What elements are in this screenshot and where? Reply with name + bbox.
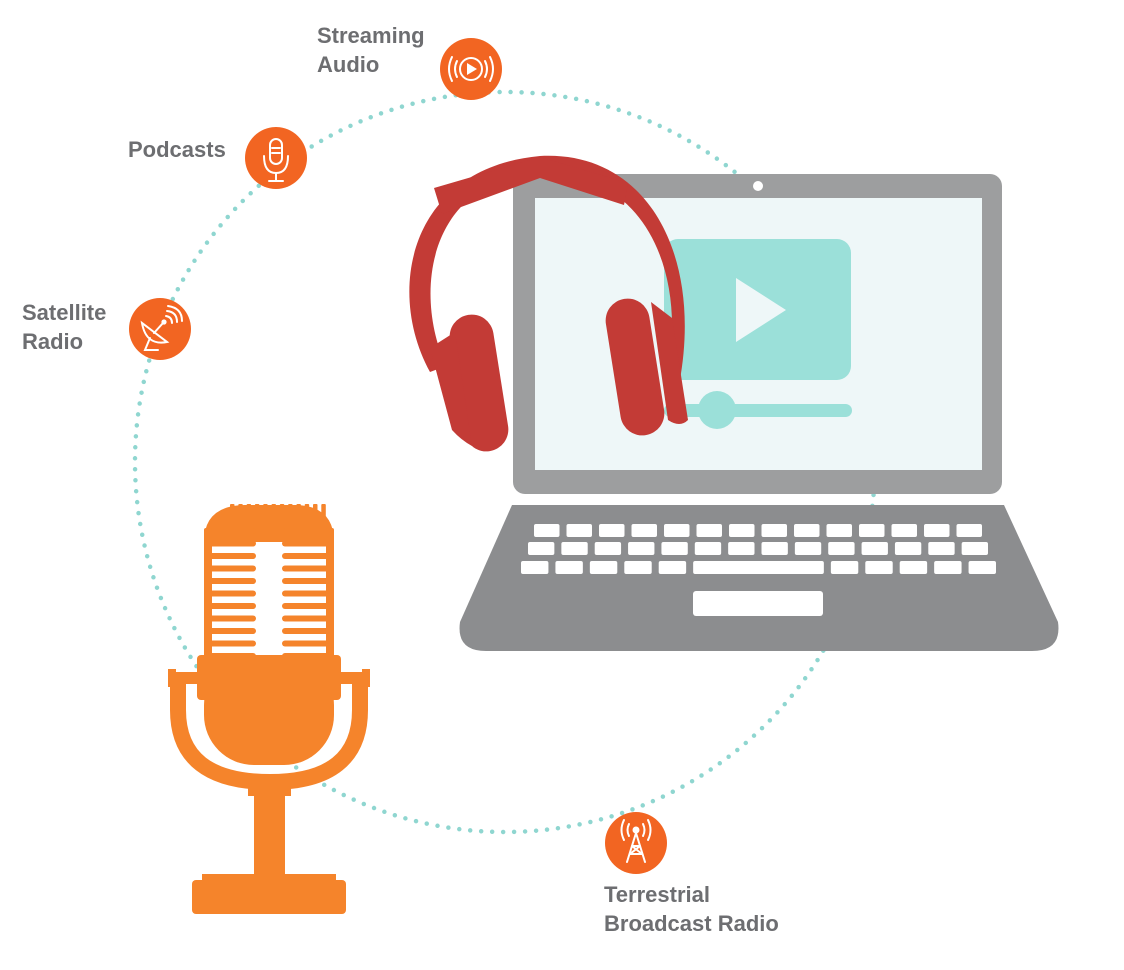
keyboard-key: [528, 542, 555, 555]
keyboard-key: [794, 542, 822, 555]
label-satellite-radio: Satellite Radio: [22, 298, 106, 356]
grille-rail: [326, 528, 334, 658]
studio-microphone-icon: [168, 504, 370, 914]
keyboard-key: [826, 524, 852, 537]
keyboard-key: [561, 542, 588, 555]
grille-bar-left: [204, 540, 256, 547]
keyboard-key: [761, 524, 787, 537]
keyboard-key: [961, 542, 988, 555]
label-streaming-line1: Streaming: [317, 23, 425, 48]
grille-bar-right: [282, 603, 334, 609]
keyboard-key: [761, 542, 788, 555]
satellite-radio-badge: [129, 298, 191, 360]
grille-bar-right: [282, 628, 334, 634]
keyboard-key: [696, 524, 722, 537]
grille-cap: [204, 505, 334, 542]
keyboard-key: [631, 524, 657, 537]
label-terrestrial-line2: Broadcast Radio: [604, 911, 779, 936]
keyboard-key: [861, 542, 888, 555]
label-satellite-line2: Radio: [22, 329, 84, 354]
grille-bar-right: [282, 528, 334, 534]
grille-bar-right: [282, 640, 334, 647]
grille-bar-left: [204, 553, 256, 559]
video-player-icon: [664, 239, 852, 429]
keyboard-key: [894, 542, 922, 555]
label-satellite-line1: Satellite: [22, 300, 107, 325]
keyboard-key: [928, 542, 955, 555]
keyboard-key: [521, 561, 549, 574]
grille-bar-right: [282, 540, 334, 547]
keyboard-key: [664, 524, 690, 537]
keyboard-key: [859, 524, 885, 537]
keyboard-key: [828, 542, 855, 555]
keyboard-key: [555, 561, 583, 574]
keyboard-key: [566, 524, 592, 537]
keyboard-key: [899, 561, 928, 574]
grille-bar-right: [282, 615, 334, 622]
grille-bar-right: [282, 553, 334, 559]
grille-bar-right: [282, 590, 334, 597]
grille-bar-left: [204, 578, 256, 584]
keyboard-key: [589, 561, 618, 574]
keyboard-key: [624, 561, 652, 574]
keyboard-key: [865, 561, 893, 574]
radio-tower-icon: [620, 819, 652, 863]
grille-bar-left: [204, 603, 256, 609]
streaming-audio-badge: [440, 38, 502, 100]
grille-bar-left: [204, 590, 256, 597]
grille-bar-left: [204, 640, 256, 647]
keyboard-key: [628, 542, 655, 555]
keyboard-key: [694, 542, 722, 555]
label-terrestrial-broadcast-radio: Terrestrial Broadcast Radio: [604, 880, 779, 938]
label-streaming-audio: Streaming Audio: [317, 21, 425, 79]
satellite-dish-icon: [140, 305, 183, 351]
keyboard-key: [934, 561, 962, 574]
keyboard-key: [924, 524, 950, 537]
keyboard-key: [891, 524, 917, 537]
play-waves-icon: [448, 56, 494, 82]
grille-bar-left: [204, 615, 256, 622]
grille-bar-left: [204, 565, 256, 572]
keyboard-key: [661, 542, 688, 555]
grille-bar-left: [204, 528, 256, 534]
keyboard-key: [599, 524, 625, 537]
grille-rail: [204, 528, 212, 658]
keyboard-key: [956, 524, 982, 537]
terrestrial-radio-badge: [605, 812, 667, 874]
label-podcasts-line1: Podcasts: [128, 137, 226, 162]
label-terrestrial-line1: Terrestrial: [604, 882, 710, 907]
microphone-icon: [263, 138, 289, 182]
keyboard-key: [594, 542, 622, 555]
label-streaming-line2: Audio: [317, 52, 380, 77]
grille-bar-left: [204, 628, 256, 634]
keyboard-spacebar: [693, 561, 824, 574]
keyboard-key: [968, 561, 996, 574]
grille-bar-right: [282, 565, 334, 572]
podcasts-badge: [245, 127, 307, 189]
keyboard-key: [729, 524, 755, 537]
grille-bar-right: [282, 578, 334, 584]
keyboard-key: [534, 524, 560, 537]
keyboard-key: [658, 561, 687, 574]
keyboard-key: [830, 561, 859, 574]
keyboard-key: [728, 542, 755, 555]
headphones-icon: [409, 155, 688, 452]
label-podcasts: Podcasts: [128, 135, 226, 164]
keyboard-key: [794, 524, 820, 537]
